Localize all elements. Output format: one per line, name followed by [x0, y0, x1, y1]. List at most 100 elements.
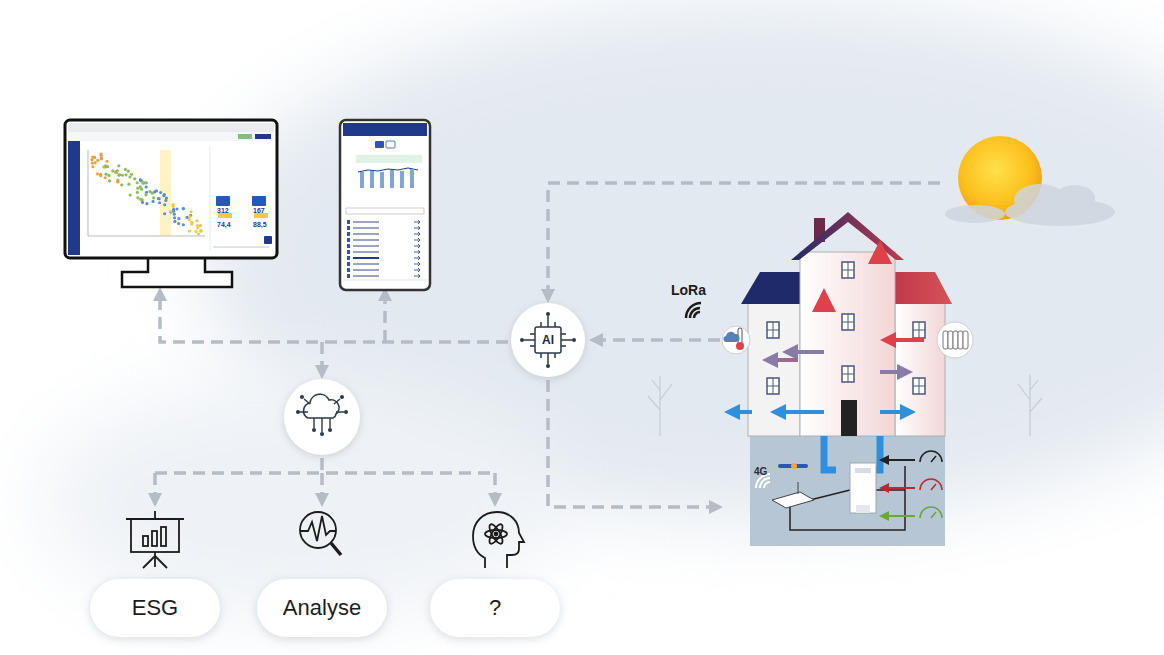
- list-arrow: [414, 232, 420, 236]
- list-line: [353, 245, 379, 247]
- scatter-dot: [172, 205, 175, 208]
- list-arrow: [414, 226, 420, 230]
- monitor: [65, 120, 277, 287]
- protocol-label: 4G: [754, 467, 767, 477]
- scatter-dot: [159, 191, 162, 194]
- scatter-dot: [136, 187, 139, 190]
- scatter-dot: [145, 185, 148, 188]
- scatter-dot: [145, 191, 148, 194]
- kpi-value: 312: [217, 207, 229, 214]
- scatter-dot: [199, 229, 202, 232]
- scatter-dot: [117, 174, 120, 177]
- scatter-dot: [121, 174, 124, 177]
- scatter-dot: [108, 179, 111, 182]
- presentation-icon: [126, 511, 184, 568]
- scatter-dot: [141, 182, 144, 185]
- scatter-dot: [163, 203, 166, 206]
- scatter-dot: [104, 173, 107, 176]
- scatter-dot: [158, 197, 161, 200]
- scatter-dot: [96, 172, 99, 175]
- list-icon: [347, 256, 350, 260]
- scatter-dot: [136, 196, 139, 199]
- scatter-dot: [139, 179, 142, 182]
- scatter-dot: [104, 176, 107, 179]
- scatter-dot: [182, 207, 185, 210]
- scatter-dot: [158, 201, 161, 204]
- scatter-dot: [173, 216, 176, 219]
- scatter-dot: [153, 190, 156, 193]
- list-line: [353, 275, 379, 277]
- scatter-dot: [196, 226, 199, 229]
- scatter-dot: [105, 160, 108, 163]
- scatter-dot: [116, 180, 119, 183]
- scatter-dot: [173, 220, 176, 223]
- scatter-dot: [144, 181, 147, 184]
- scatter-dot: [185, 216, 188, 219]
- scatter-dot: [136, 191, 139, 194]
- scatter-dot: [169, 210, 172, 213]
- protocol-label: LoRa: [671, 283, 706, 297]
- list-arrow: [414, 220, 420, 224]
- list-icon: [347, 274, 350, 278]
- scatter-dot: [116, 180, 119, 183]
- ai-node: AI: [535, 327, 561, 353]
- scatter-dot: [165, 196, 168, 199]
- scatter-dot: [148, 190, 151, 193]
- list-icon: [347, 226, 350, 230]
- scatter-dot: [136, 181, 139, 184]
- phone: [340, 120, 430, 290]
- scatter-dot: [124, 173, 127, 176]
- scatter-dot: [175, 207, 178, 210]
- scatter-dot: [182, 223, 185, 226]
- scatter-dot: [111, 169, 114, 172]
- scatter-dot: [177, 222, 180, 225]
- list-line: [353, 239, 379, 241]
- scatter-dot: [139, 178, 142, 181]
- scatter-dot: [151, 200, 154, 203]
- list-line: [353, 257, 379, 259]
- list-arrow: [414, 274, 420, 278]
- scatter-dot: [152, 196, 155, 199]
- list-icon: [347, 268, 350, 272]
- scatter-dot: [118, 173, 121, 176]
- scatter-dot: [91, 162, 94, 165]
- scatter-dot: [199, 224, 202, 227]
- pill-label: ?: [430, 579, 560, 637]
- scatter-dot: [127, 183, 130, 186]
- list-line: [353, 221, 379, 223]
- ai-chip: [511, 303, 585, 377]
- scatter-dot: [124, 168, 127, 171]
- scatter-dot: [106, 165, 109, 168]
- node-text: ?: [489, 595, 501, 621]
- scatter-dot: [100, 157, 103, 160]
- list-icon: [347, 250, 350, 254]
- scatter-dot: [96, 159, 99, 162]
- list-arrow: [414, 262, 420, 266]
- scatter-dot: [115, 171, 118, 174]
- scatter-dot: [197, 232, 200, 235]
- scatter-dot: [162, 194, 165, 197]
- scatter-dot: [107, 174, 110, 177]
- house: [732, 212, 952, 546]
- list-icon: [347, 238, 350, 242]
- list-icon: [347, 262, 350, 266]
- kpi-value: 74,4: [217, 221, 231, 228]
- list-line: [353, 263, 379, 265]
- scatter-dot: [190, 223, 193, 226]
- scatter-dot: [128, 175, 131, 178]
- sun: [945, 136, 1115, 226]
- scatter-dot: [90, 158, 93, 161]
- scatter-dot: [163, 212, 166, 215]
- scatter-dot: [195, 219, 198, 222]
- scatter-dot: [130, 173, 133, 176]
- list-line: [353, 251, 379, 253]
- scatter-dot: [120, 183, 123, 186]
- scatter-dot: [188, 215, 191, 218]
- list-arrow: [414, 250, 420, 254]
- scatter-dot: [91, 165, 94, 168]
- scatter-dot: [177, 217, 180, 220]
- scatter-dot: [172, 210, 175, 213]
- scatter-dot: [141, 201, 144, 204]
- scatter-dot: [129, 193, 132, 196]
